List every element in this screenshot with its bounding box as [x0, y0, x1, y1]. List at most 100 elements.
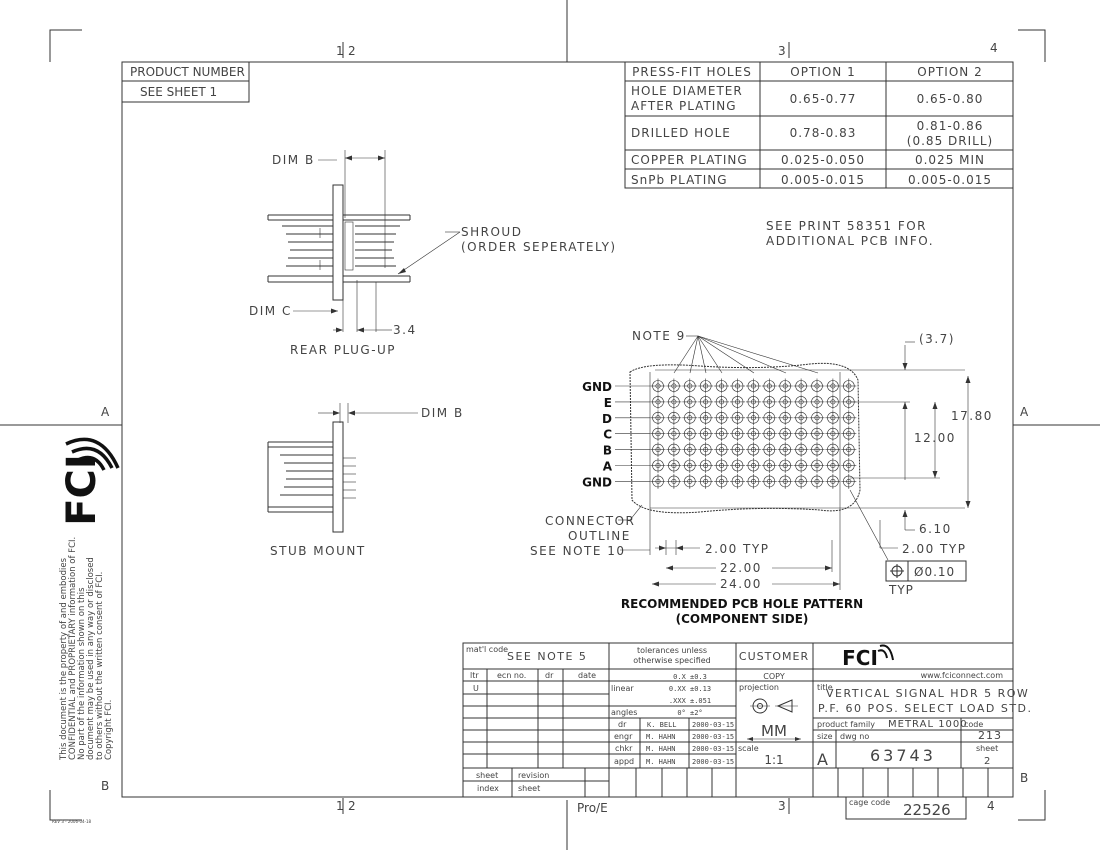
- svg-text:(COMPONENT SIDE): (COMPONENT SIDE): [676, 612, 809, 626]
- svg-text:1:1: 1:1: [764, 753, 783, 767]
- svg-text:(ORDER SEPERATELY): (ORDER SEPERATELY): [461, 240, 617, 254]
- svg-text:0.X ±0.3: 0.X ±0.3: [673, 673, 707, 681]
- svg-text:ADDITIONAL PCB INFO.: ADDITIONAL PCB INFO.: [766, 234, 934, 248]
- projection-symbol-icon: [750, 698, 798, 714]
- hole-pattern-view: (3.7) 17.80 12.00 6.10 2.00 TYP 2.00 TYP…: [530, 329, 993, 626]
- svg-text:This document is the property: This document is the property of and emb…: [59, 557, 69, 761]
- title-block-fci-logo: FCI: [842, 644, 894, 670]
- svg-text:SEE PRINT 58351 FOR: SEE PRINT 58351 FOR: [766, 219, 927, 233]
- svg-text:DIM B: DIM B: [272, 153, 315, 167]
- svg-text:17.80: 17.80: [951, 409, 993, 423]
- svg-text:index: index: [477, 784, 499, 793]
- svg-text:RECOMMENDED PCB HOLE PATTERN: RECOMMENDED PCB HOLE PATTERN: [621, 597, 863, 611]
- svg-text:sheet: sheet: [976, 744, 998, 753]
- svg-text:1: 1: [336, 44, 344, 58]
- svg-text:12.00: 12.00: [914, 431, 956, 445]
- row-label: GND: [582, 380, 612, 394]
- svg-text:SHROUD: SHROUD: [461, 225, 522, 239]
- svg-text:3: 3: [778, 799, 786, 813]
- svg-text:NOTE 9: NOTE 9: [632, 329, 686, 343]
- svg-text:0.81-0.86: 0.81-0.86: [917, 119, 984, 133]
- svg-text:product family: product family: [817, 720, 875, 729]
- svg-text:0° ±2°: 0° ±2°: [677, 709, 702, 717]
- svg-text:AFTER PLATING: AFTER PLATING: [631, 99, 737, 113]
- svg-text:ltr: ltr: [470, 671, 479, 680]
- row-label: A: [603, 460, 613, 474]
- row-label: B: [603, 444, 612, 458]
- svg-text:A: A: [1020, 405, 1029, 419]
- svg-text:linear: linear: [611, 684, 634, 693]
- svg-text:B: B: [1020, 771, 1028, 785]
- row-label: C: [603, 428, 612, 442]
- see-print-note: SEE PRINT 58351 FOR ADDITIONAL PCB INFO.: [766, 219, 934, 248]
- svg-text:0.XX ±0.13: 0.XX ±0.13: [669, 685, 711, 693]
- svg-text:0.025 MIN: 0.025 MIN: [915, 153, 985, 167]
- svg-text:ecn no.: ecn no.: [497, 671, 526, 680]
- svg-text:4: 4: [987, 799, 995, 813]
- svg-text:M. HAHN: M. HAHN: [646, 758, 676, 766]
- svg-text:cage code: cage code: [849, 798, 890, 807]
- svg-text:K. BELL: K. BELL: [647, 721, 677, 729]
- svg-text:DRILLED HOLE: DRILLED HOLE: [631, 126, 731, 140]
- svg-text:6.10: 6.10: [919, 522, 952, 536]
- svg-text:date: date: [578, 671, 596, 680]
- svg-text:(0.85 DRILL): (0.85 DRILL): [907, 134, 993, 148]
- svg-text:projection: projection: [739, 683, 779, 692]
- svg-text:angles: angles: [611, 708, 637, 717]
- svg-text:STUB MOUNT: STUB MOUNT: [270, 544, 366, 558]
- svg-text:appd: appd: [614, 757, 634, 766]
- svg-text:document may be used in any wa: document may be used in any way or discl…: [86, 557, 96, 760]
- svg-text:COPY: COPY: [763, 672, 785, 681]
- svg-text:M. HAHN: M. HAHN: [646, 733, 676, 741]
- svg-text:0.78-0.83: 0.78-0.83: [790, 126, 857, 140]
- disclaimer: This document is the property of and emb…: [59, 537, 114, 761]
- svg-text:(3.7): (3.7): [919, 332, 955, 346]
- svg-text:0.025-0.050: 0.025-0.050: [781, 153, 865, 167]
- svg-text:mat'l code: mat'l code: [466, 645, 508, 654]
- svg-text:0.005-0.015: 0.005-0.015: [781, 173, 865, 187]
- svg-text:No part of the information sho: No part of the information shown on this: [77, 587, 87, 760]
- svg-text:SEE SHEET 1: SEE SHEET 1: [140, 85, 217, 99]
- svg-text:SEE NOTE 5: SEE NOTE 5: [507, 650, 587, 663]
- svg-text:REAR PLUG-UP: REAR PLUG-UP: [290, 343, 396, 357]
- svg-text:Pro/E: Pro/E: [577, 801, 608, 815]
- svg-text:3.4: 3.4: [393, 323, 417, 337]
- svg-text:title: title: [817, 683, 833, 692]
- svg-text:tolerances unless: tolerances unless: [637, 646, 707, 655]
- product-number-box: PRODUCT NUMBER SEE SHEET 1: [121, 61, 250, 103]
- svg-text:3: 3: [778, 44, 786, 58]
- svg-text:2.00 TYP: 2.00 TYP: [705, 542, 769, 556]
- svg-text:CONFIDENTIAL and PROPRIETARY i: CONFIDENTIAL and PROPRIETARY information…: [68, 537, 78, 760]
- svg-text:dr: dr: [545, 671, 554, 680]
- svg-text:2: 2: [348, 799, 356, 813]
- svg-text:FCI: FCI: [842, 646, 878, 670]
- svg-text:CONNECTOR: CONNECTOR: [545, 514, 635, 528]
- svg-text:VERTICAL SIGNAL HDR 5 ROW: VERTICAL SIGNAL HDR 5 ROW: [826, 687, 1029, 700]
- svg-text:MM: MM: [761, 722, 787, 740]
- svg-text:chkr: chkr: [615, 744, 633, 753]
- row-label: D: [602, 412, 612, 426]
- svg-text:22526: 22526: [903, 801, 951, 819]
- svg-text:22.00: 22.00: [720, 561, 762, 575]
- svg-text:engr: engr: [614, 732, 633, 741]
- svg-text:REV 3 - 2006-04-18: REV 3 - 2006-04-18: [52, 819, 92, 824]
- svg-text:213: 213: [978, 729, 1002, 742]
- svg-text:TYP: TYP: [888, 583, 914, 597]
- svg-text:Ø0.10: Ø0.10: [914, 565, 955, 579]
- zone-labels: 1 2 3 4 1 2 Pro/E 3 4 A A B B REV 3 - 20…: [52, 41, 1029, 824]
- svg-text:otherwise specified: otherwise specified: [633, 656, 711, 665]
- svg-text:www.fciconnect.com: www.fciconnect.com: [921, 671, 1004, 680]
- svg-text:2000-03-15: 2000-03-15: [692, 721, 734, 729]
- svg-text:63743: 63743: [870, 746, 936, 765]
- svg-text:CUSTOMER: CUSTOMER: [739, 650, 809, 663]
- title-block: cage code 22526 mat'l code SEE NOTE 5 lt…: [462, 642, 1031, 820]
- svg-text:A: A: [817, 750, 828, 769]
- svg-text:DIM C: DIM C: [249, 304, 292, 318]
- svg-text:0.65-0.80: 0.65-0.80: [917, 92, 984, 106]
- svg-text:OUTLINE: OUTLINE: [568, 529, 631, 543]
- svg-text:1: 1: [336, 799, 344, 813]
- svg-text:PRODUCT NUMBER: PRODUCT NUMBER: [130, 65, 245, 79]
- svg-text:PRESS-FIT HOLES: PRESS-FIT HOLES: [632, 65, 752, 79]
- svg-text:SnPb PLATING: SnPb PLATING: [631, 173, 728, 187]
